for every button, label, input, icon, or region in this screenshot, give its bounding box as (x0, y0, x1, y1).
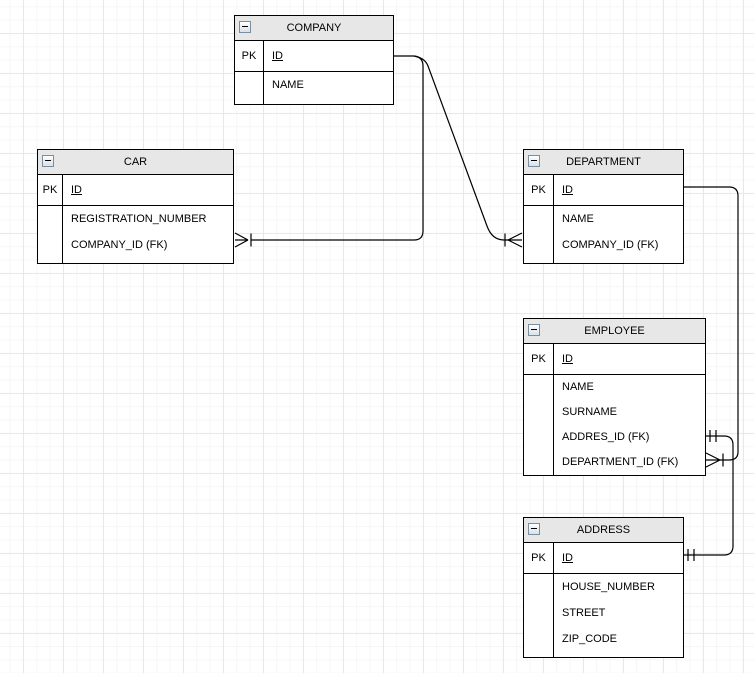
entity-employee[interactable]: EMPLOYEE PK ID NAME SURNAME ADDRES_ID (F… (523, 318, 706, 476)
pk-row[interactable]: PK ID (524, 344, 705, 375)
connector-line[interactable] (683, 186, 739, 461)
connector-company-car[interactable] (234, 55, 424, 248)
attribute-section: NAME (235, 72, 393, 104)
entity-title: CAR (123, 156, 148, 168)
pk-label: PK (235, 41, 264, 71)
pk-row[interactable]: PK ID (524, 543, 683, 574)
pk-column-spacer (524, 375, 554, 475)
attribute[interactable]: REGISTRATION_NUMBER (71, 213, 207, 225)
pk-attribute[interactable]: ID (71, 184, 82, 196)
collapse-icon[interactable] (528, 155, 540, 167)
connector-company-department[interactable] (413, 55, 523, 248)
collapse-icon[interactable] (528, 324, 540, 336)
connector-line[interactable] (683, 435, 734, 556)
collapse-icon[interactable] (239, 21, 251, 33)
entity-department[interactable]: DEPARTMENT PK ID NAME COMPANY_ID (FK) (523, 149, 684, 264)
attribute[interactable]: NAME (562, 381, 594, 393)
entity-title: DEPARTMENT (566, 156, 641, 168)
attribute-section: REGISTRATION_NUMBER COMPANY_ID (FK) (38, 206, 233, 263)
pk-column-spacer (524, 574, 554, 657)
pk-attribute[interactable]: ID (562, 353, 573, 365)
entity-address[interactable]: ADDRESS PK ID HOUSE_NUMBER STREET ZIP_CO… (523, 517, 684, 658)
attribute[interactable]: HOUSE_NUMBER (562, 581, 655, 593)
entity-employee-header[interactable]: EMPLOYEE (524, 319, 705, 344)
pk-label: PK (524, 175, 554, 205)
crow-foot-icon (705, 452, 721, 468)
attribute[interactable]: STREET (562, 607, 606, 619)
attribute-section: HOUSE_NUMBER STREET ZIP_CODE (524, 574, 683, 657)
entity-company-header[interactable]: COMPANY (235, 16, 393, 41)
pk-row[interactable]: PK ID (38, 175, 233, 206)
entity-car[interactable]: CAR PK ID REGISTRATION_NUMBER COMPANY_ID… (37, 149, 234, 264)
pk-row[interactable]: PK ID (235, 41, 393, 72)
connector-employee-address[interactable] (683, 430, 734, 561)
crow-foot-icon (234, 232, 249, 248)
pk-column-spacer (524, 206, 554, 263)
pk-column-spacer (38, 206, 63, 263)
attribute[interactable]: COMPANY_ID (FK) (71, 239, 168, 251)
connector-line[interactable] (251, 55, 424, 241)
entity-title: ADDRESS (576, 524, 631, 536)
collapse-icon[interactable] (42, 155, 54, 167)
entity-title: COMPANY (286, 22, 342, 34)
attribute[interactable]: ZIP_CODE (562, 633, 618, 645)
attribute[interactable]: DEPARTMENT_ID (FK) (562, 456, 679, 468)
attribute-section: NAME SURNAME ADDRES_ID (FK) DEPARTMENT_I… (524, 375, 705, 475)
pk-column-spacer (235, 72, 264, 104)
entity-company[interactable]: COMPANY PK ID NAME (234, 15, 394, 105)
attribute[interactable]: COMPANY_ID (FK) (562, 239, 659, 251)
entity-car-header[interactable]: CAR (38, 150, 233, 175)
entity-title: EMPLOYEE (584, 325, 645, 337)
connector-department-employee[interactable] (683, 186, 739, 468)
attribute-section: NAME COMPANY_ID (FK) (524, 206, 683, 263)
pk-attribute[interactable]: ID (272, 50, 283, 62)
pk-label: PK (38, 175, 63, 205)
one-one-ticks-icon (687, 549, 695, 561)
crow-foot-icon (507, 232, 523, 248)
connector-line[interactable] (413, 55, 508, 241)
pk-label: PK (524, 344, 554, 374)
pk-attribute[interactable]: ID (562, 552, 573, 564)
pk-attribute[interactable]: ID (562, 184, 573, 196)
one-one-ticks-icon (709, 430, 717, 442)
pk-label: PK (524, 543, 554, 573)
entity-address-header[interactable]: ADDRESS (524, 518, 683, 543)
entity-department-header[interactable]: DEPARTMENT (524, 150, 683, 175)
attribute[interactable]: SURNAME (562, 406, 618, 418)
attribute[interactable]: ADDRES_ID (FK) (562, 431, 650, 443)
collapse-icon[interactable] (528, 523, 540, 535)
attribute[interactable]: NAME (562, 213, 594, 225)
attribute[interactable]: NAME (272, 79, 304, 91)
pk-row[interactable]: PK ID (524, 175, 683, 206)
